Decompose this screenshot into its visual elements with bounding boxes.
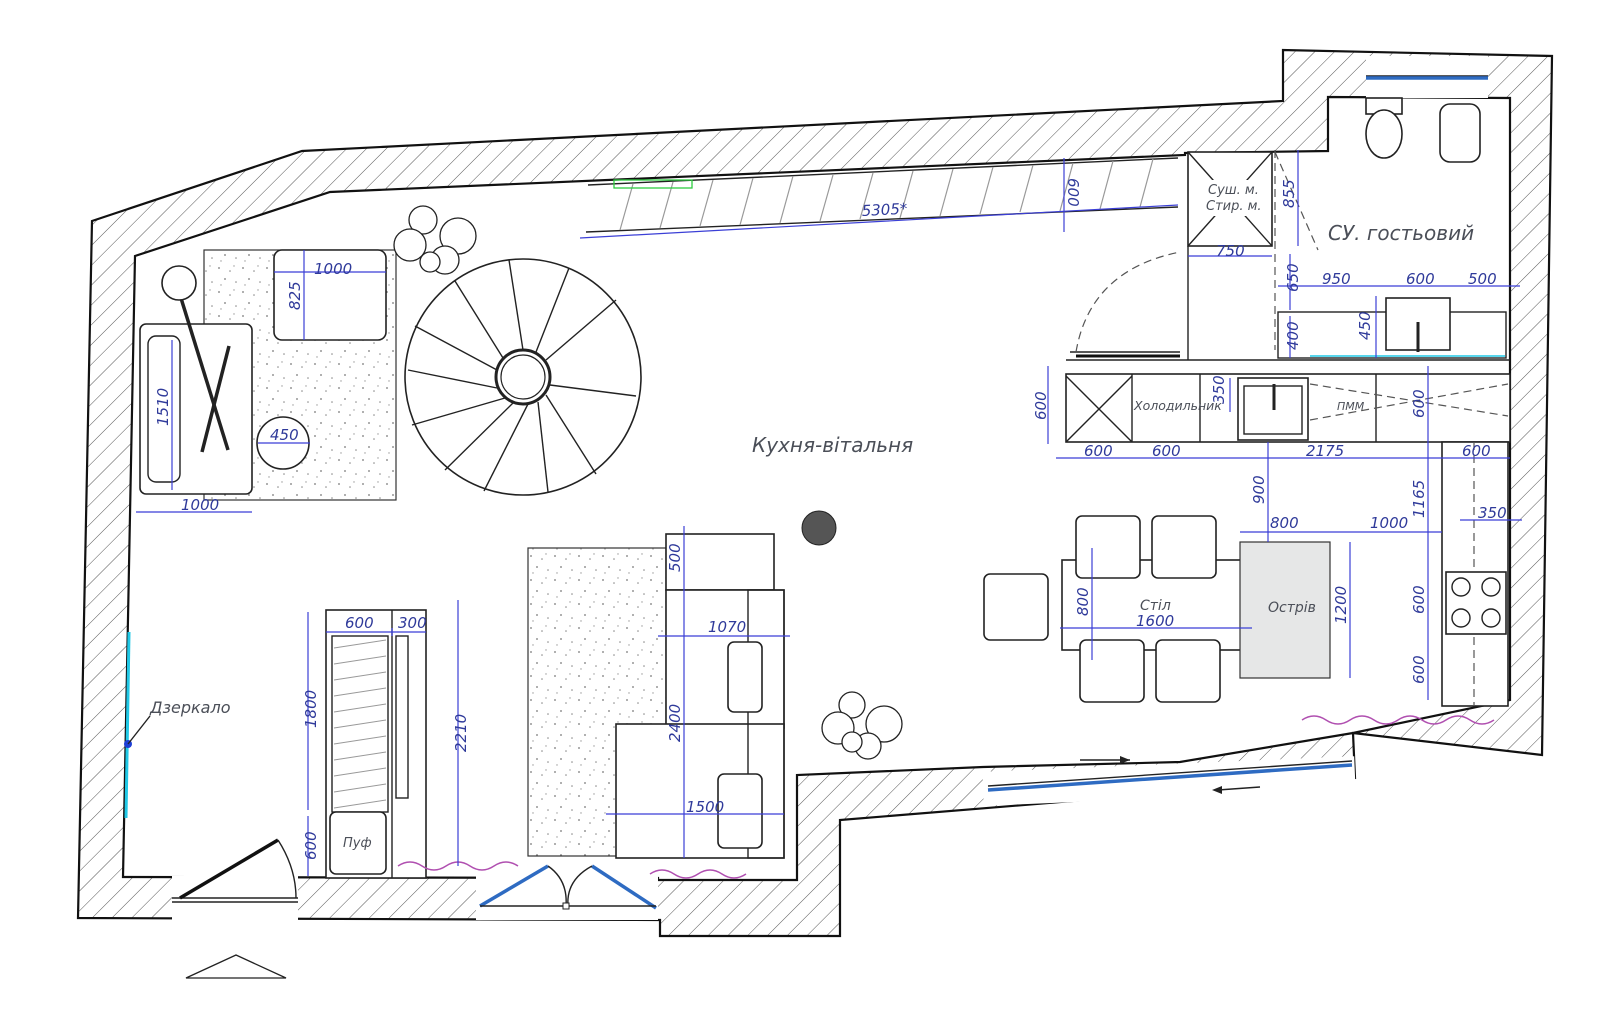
section-marker: [185, 954, 287, 979]
curtain-mid: [649, 869, 747, 879]
dim-table-1600: 1600: [1136, 612, 1174, 630]
dim-sofa-1500: 1500: [686, 798, 724, 816]
washer-label: Стир. м.: [1206, 199, 1262, 214]
room-label-kitchen-living: Кухня-вітальня: [752, 433, 913, 457]
room-label-guest-wc: СУ. гостьовий: [1328, 221, 1474, 245]
entry-door-leaf: [179, 838, 279, 900]
dim-stair-5305: 5305*: [861, 200, 908, 220]
dim-hob-600-lower: 600: [1410, 655, 1428, 684]
dim-table-800: 800: [1074, 587, 1092, 616]
dim-wc-500: 500: [1468, 270, 1497, 288]
dim-laundry-750: 750: [1216, 242, 1245, 260]
laundry-cabinet: [1187, 151, 1273, 247]
dim-stair-600: 600: [1064, 178, 1082, 207]
dim-pouf-600: 600: [302, 831, 320, 860]
dim-wc-450: 450: [1356, 311, 1374, 340]
dim-sofa-500: 500: [666, 543, 684, 572]
balcony-door-opening: [476, 876, 658, 920]
right-window-opening: [982, 756, 1356, 806]
bidet: [1439, 103, 1481, 163]
dim-sofa-1070: 1070: [708, 618, 746, 636]
dim-wc-950: 950: [1322, 270, 1351, 288]
dim-kitchen-600-right: 600: [1462, 442, 1491, 460]
dim-stool-450: 450: [270, 426, 299, 444]
island: [1239, 541, 1331, 679]
dim-kitchen-600-a: 600: [1084, 442, 1113, 460]
fridge-label: Холодильник: [1133, 398, 1222, 413]
hob-column: [1441, 441, 1509, 707]
mirror-label: Дзеркало: [149, 698, 231, 717]
pouf: [329, 811, 387, 875]
dim-bench-1000: 1000: [181, 496, 219, 514]
dim-kitchen-1165: 1165: [1410, 480, 1428, 518]
dim-kitchen-600-b: 600: [1152, 442, 1181, 460]
plant-lower: [821, 691, 903, 760]
island-label: Острів: [1268, 600, 1316, 616]
column: [801, 510, 837, 546]
right-window: [987, 763, 1353, 792]
kitchen-run: [1065, 373, 1511, 443]
wc-counter: [1277, 297, 1507, 359]
dim-wardrobe-1800: 1800: [302, 690, 320, 728]
dim-kitchen-900: 900: [1250, 475, 1268, 504]
spiral-staircase: [404, 258, 642, 496]
dining-group: [983, 515, 1243, 703]
dim-kitchen-600-right-vertical: 600: [1410, 389, 1428, 418]
dim-kitchen-600-vertical: 600: [1032, 391, 1050, 420]
dim-wc-400: 400: [1284, 321, 1302, 350]
dishwasher-label: ПММ: [1337, 400, 1365, 413]
dim-hob-600: 600: [1410, 585, 1428, 614]
stair-rail-strip: [585, 157, 1179, 233]
dim-sofa-2400: 2400: [666, 704, 684, 742]
dim-wc-650: 650: [1284, 263, 1302, 292]
mirror: [124, 631, 131, 819]
plant-upper: [393, 205, 477, 275]
balcony-door-left: [479, 864, 549, 908]
dim-rug-1000: 1000: [314, 260, 352, 278]
table-label: Стіл: [1140, 598, 1171, 614]
balcony-door-right: [591, 864, 657, 910]
curtain-right: [1301, 715, 1495, 725]
floor-lamp: [161, 265, 197, 301]
dim-wc-600: 600: [1406, 270, 1435, 288]
pouf-label: Пуф: [343, 836, 372, 851]
exterior-walls: [76, 48, 1554, 938]
dim-laundry-855: 855: [1280, 179, 1298, 208]
dim-kitchen-350: 350: [1210, 375, 1228, 404]
dim-wardrobe-600: 600: [345, 614, 374, 632]
dim-rug-825: 825: [286, 281, 304, 310]
dim-wardrobe-300: 300: [398, 614, 427, 632]
dim-island-800: 800: [1270, 514, 1299, 532]
dim-kitchen-2175: 2175: [1306, 442, 1344, 460]
dryer-label: Суш. м.: [1208, 183, 1259, 198]
dim-wardrobe-2210: 2210: [452, 714, 470, 752]
toilet: [1365, 97, 1403, 159]
dim-kitchen-1000: 1000: [1370, 514, 1408, 532]
dim-kitchen-350-right: 350: [1478, 504, 1507, 522]
dim-island-1200: 1200: [1332, 586, 1350, 624]
dim-bath-1510: 1510: [154, 388, 172, 426]
